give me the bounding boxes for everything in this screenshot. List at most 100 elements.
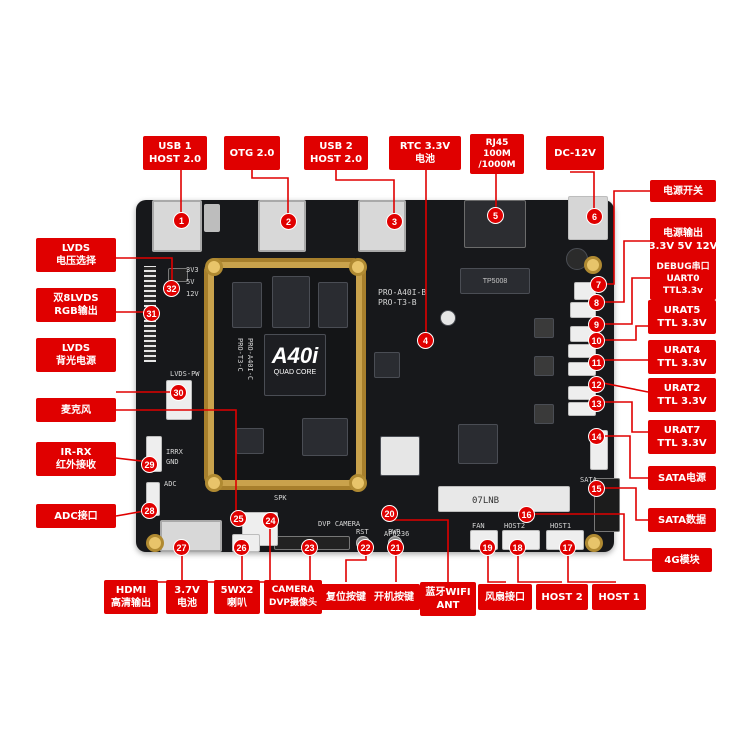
label-camera: CAMERA DVP摄像头 xyxy=(264,580,322,614)
silk-ir: IRRX xyxy=(166,448,183,456)
marker-1: 1 xyxy=(173,212,190,229)
ram-chip-2 xyxy=(272,276,310,328)
label-speaker-line2: 喇叭 xyxy=(227,598,247,609)
label-sata-data-line1: SATA数据 xyxy=(658,514,706,526)
label-irrx-line1: IR-RX xyxy=(60,447,92,458)
label-otg-line1: OTG 2.0 xyxy=(229,147,275,159)
label-dual-lvds-line1: 双8LVDS xyxy=(53,293,99,304)
label-dual-lvds: 双8LVDS RGB输出 xyxy=(36,288,116,322)
label-urat5-line2: TTL 3.3V xyxy=(657,318,707,329)
silk-pwr: PWR xyxy=(388,528,401,536)
label-power-out-line1: 电源输出 xyxy=(663,228,703,239)
marker-14: 14 xyxy=(588,428,605,445)
label-bt-wifi-line2: ANT xyxy=(436,600,460,611)
label-usb1-line2: HOST 2.0 xyxy=(148,154,202,165)
hdmi-port xyxy=(160,520,222,552)
label-usb2-line1: USB 2 xyxy=(319,141,353,152)
marker-29: 29 xyxy=(141,456,158,473)
label-usb1: USB 1 HOST 2.0 xyxy=(143,136,207,170)
marker-26: 26 xyxy=(233,539,250,556)
label-lvds-bl-line2: 背光电源 xyxy=(56,356,96,367)
inductor-3 xyxy=(534,404,554,424)
marker-13: 13 xyxy=(588,395,605,412)
usb-hub-chip xyxy=(458,424,498,464)
label-mic-line1: 麦克风 xyxy=(61,404,91,416)
label-urat5: URAT5 TTL 3.3V xyxy=(648,300,716,334)
marker-6: 6 xyxy=(586,208,603,225)
marker-24: 24 xyxy=(262,512,279,529)
marker-32: 32 xyxy=(163,280,180,297)
label-speaker-line1: 5WX2 xyxy=(220,585,254,596)
label-urat2: URAT2 TTL 3.3V xyxy=(648,378,716,412)
marker-31: 31 xyxy=(143,305,160,322)
label-power-out-line2: 3.3V 5V 12V xyxy=(648,241,718,252)
label-lvds-bl: LVDS 背光电源 xyxy=(36,338,116,372)
rtc-battery-holder xyxy=(440,310,456,326)
label-usb2: USB 2 HOST 2.0 xyxy=(304,136,368,170)
marker-12: 12 xyxy=(588,376,605,393)
silk-lvds-pw: LVDS-PW xyxy=(170,370,200,378)
label-dc: DC-12V xyxy=(546,136,604,170)
label-debug: DEBUG串口 UART0 TTL3.3v xyxy=(650,258,716,300)
marker-21: 21 xyxy=(387,539,404,556)
inductor-2 xyxy=(534,356,554,376)
label-battery-line2: 电池 xyxy=(177,598,197,609)
label-usb1-line1: USB 1 xyxy=(158,141,192,152)
label-hdmi-line2: 高清输出 xyxy=(111,598,151,609)
label-lvds-v-line2: 电压选择 xyxy=(56,256,96,267)
label-urat4-line2: TTL 3.3V xyxy=(657,358,707,369)
label-urat7: URAT7 TTL 3.3V xyxy=(648,420,716,454)
label-rj45-line3: /1000M xyxy=(478,159,516,170)
usb1-side-port xyxy=(204,204,220,232)
label-urat4: URAT4 TTL 3.3V xyxy=(648,340,716,374)
label-sata-power-line1: SATA电源 xyxy=(658,472,706,484)
core-module: A40i QUAD CORE PRO-T3-C PRO-A40I-C xyxy=(204,258,366,490)
label-power-switch: 电源开关 xyxy=(650,180,716,202)
label-host2-line1: HOST 2 xyxy=(541,591,583,603)
label-rtc-line1: RTC 3.3V xyxy=(399,141,451,152)
label-camera-line1: CAMERA xyxy=(271,585,315,595)
silk-host1: HOST1 xyxy=(550,522,572,530)
marker-16: 16 xyxy=(518,506,535,523)
label-bt-wifi-line1: 蓝牙WIFI xyxy=(425,587,471,598)
marker-10: 10 xyxy=(588,332,605,349)
nic-transformer: TP5008 xyxy=(460,268,530,294)
marker-2: 2 xyxy=(280,213,297,230)
label-rtc-line2: 电池 xyxy=(415,154,435,165)
inductor-1 xyxy=(534,318,554,338)
marker-5: 5 xyxy=(487,207,504,224)
marker-20: 20 xyxy=(381,505,398,522)
marker-30: 30 xyxy=(170,384,187,401)
silk-gnd: GND xyxy=(166,458,179,466)
label-power-btn: 开机按键 xyxy=(368,584,420,610)
silk-voltage-1: 3V3 xyxy=(186,266,199,274)
wifi-module xyxy=(380,436,420,476)
label-reset-btn: 复位按键 xyxy=(320,584,372,610)
marker-17: 17 xyxy=(559,539,576,556)
nic-chip-label: TP5008 xyxy=(482,278,508,285)
soc-brand: A40i xyxy=(271,343,319,368)
mpcie-slot xyxy=(438,486,570,512)
soc-sub: QUAD CORE xyxy=(273,369,317,376)
rj45-port xyxy=(464,200,526,248)
label-irrx-line2: 红外接收 xyxy=(56,460,96,471)
label-mic: 麦克风 xyxy=(36,398,116,422)
label-debug-line2: UART0 xyxy=(666,274,700,284)
label-rtc: RTC 3.3V 电池 xyxy=(389,136,461,170)
label-fan-line1: 风扇接口 xyxy=(485,591,525,603)
ram-chip-1 xyxy=(232,282,262,328)
mount-hole-board-right xyxy=(584,256,602,274)
som-silk-2: PRO-A40I-C xyxy=(246,338,254,381)
label-lvds-v: LVDS 电压选择 xyxy=(36,238,116,272)
label-host2: HOST 2 xyxy=(536,584,588,610)
marker-15: 15 xyxy=(588,480,605,497)
label-adc-line1: ADC接口 xyxy=(54,510,98,522)
mount-hole-top-right xyxy=(349,258,367,276)
ram-chip-3 xyxy=(318,282,348,328)
silk-rst: RST xyxy=(356,528,369,536)
mount-hole-bottom-right xyxy=(349,474,367,492)
label-otg: OTG 2.0 xyxy=(224,136,280,170)
silk-sata: SATA xyxy=(580,476,597,484)
label-urat7-line1: URAT7 xyxy=(663,425,701,436)
marker-19: 19 xyxy=(479,539,496,556)
